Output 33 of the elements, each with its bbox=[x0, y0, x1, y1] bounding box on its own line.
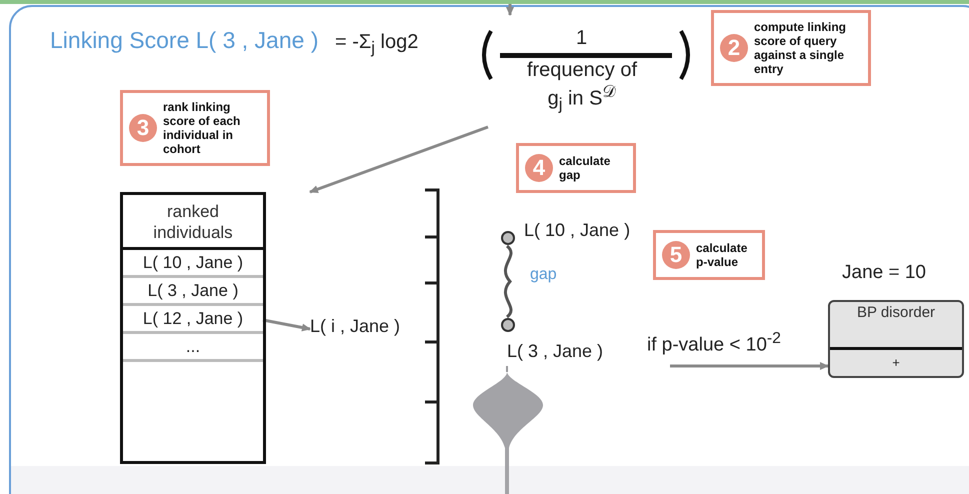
step-box bbox=[120, 90, 270, 166]
score-label: L( i , Jane ) bbox=[310, 316, 432, 342]
step-label: calculate gap bbox=[559, 154, 612, 182]
category-detail: + bbox=[891, 354, 901, 372]
step-number: 5 bbox=[662, 241, 690, 269]
score-label: L( 10 , Jane ) bbox=[524, 220, 630, 241]
step-box bbox=[516, 143, 636, 193]
arrow bbox=[309, 126, 489, 194]
fraction-numerator: 1 bbox=[576, 27, 588, 50]
table-row: L( 3 , Jane ) bbox=[123, 278, 263, 306]
step-box bbox=[711, 10, 871, 86]
formula-text: Linking Score L( 3 , Jane ) bbox=[50, 27, 318, 54]
step-number: 4 bbox=[525, 154, 553, 182]
arrow bbox=[670, 362, 829, 370]
category-name: BP disorder bbox=[856, 304, 936, 323]
table-row: L( 12 , Jane ) bbox=[123, 306, 263, 334]
arrow bbox=[506, 4, 514, 16]
step-label: compute linking score of query against a single entry bbox=[754, 20, 848, 76]
step-label: calculate p-value bbox=[696, 241, 748, 269]
step-number: 2 bbox=[720, 34, 748, 62]
fraction-denominator: frequency of g$_{j}$ in S$^{𝒟}$ bbox=[526, 59, 638, 114]
score-label: L( 3 , Jane ) bbox=[507, 341, 604, 362]
category-box bbox=[828, 300, 964, 378]
step-box bbox=[653, 230, 765, 280]
step-number: 3 bbox=[129, 114, 157, 142]
step-label: rank linking score of each individual in cohort bbox=[163, 100, 242, 156]
table-row: ... bbox=[123, 334, 263, 362]
table-row: L( 10 , Jane ) bbox=[123, 250, 263, 278]
table-header: ranked individuals bbox=[123, 195, 263, 250]
formula-text: = -Σ$_{j}$ log2 bbox=[335, 31, 418, 58]
caption-text: Jane = 10 bbox=[842, 262, 926, 284]
edge-label: if p-value < 10$^{-2}$ bbox=[647, 330, 781, 356]
table-box bbox=[120, 192, 266, 464]
